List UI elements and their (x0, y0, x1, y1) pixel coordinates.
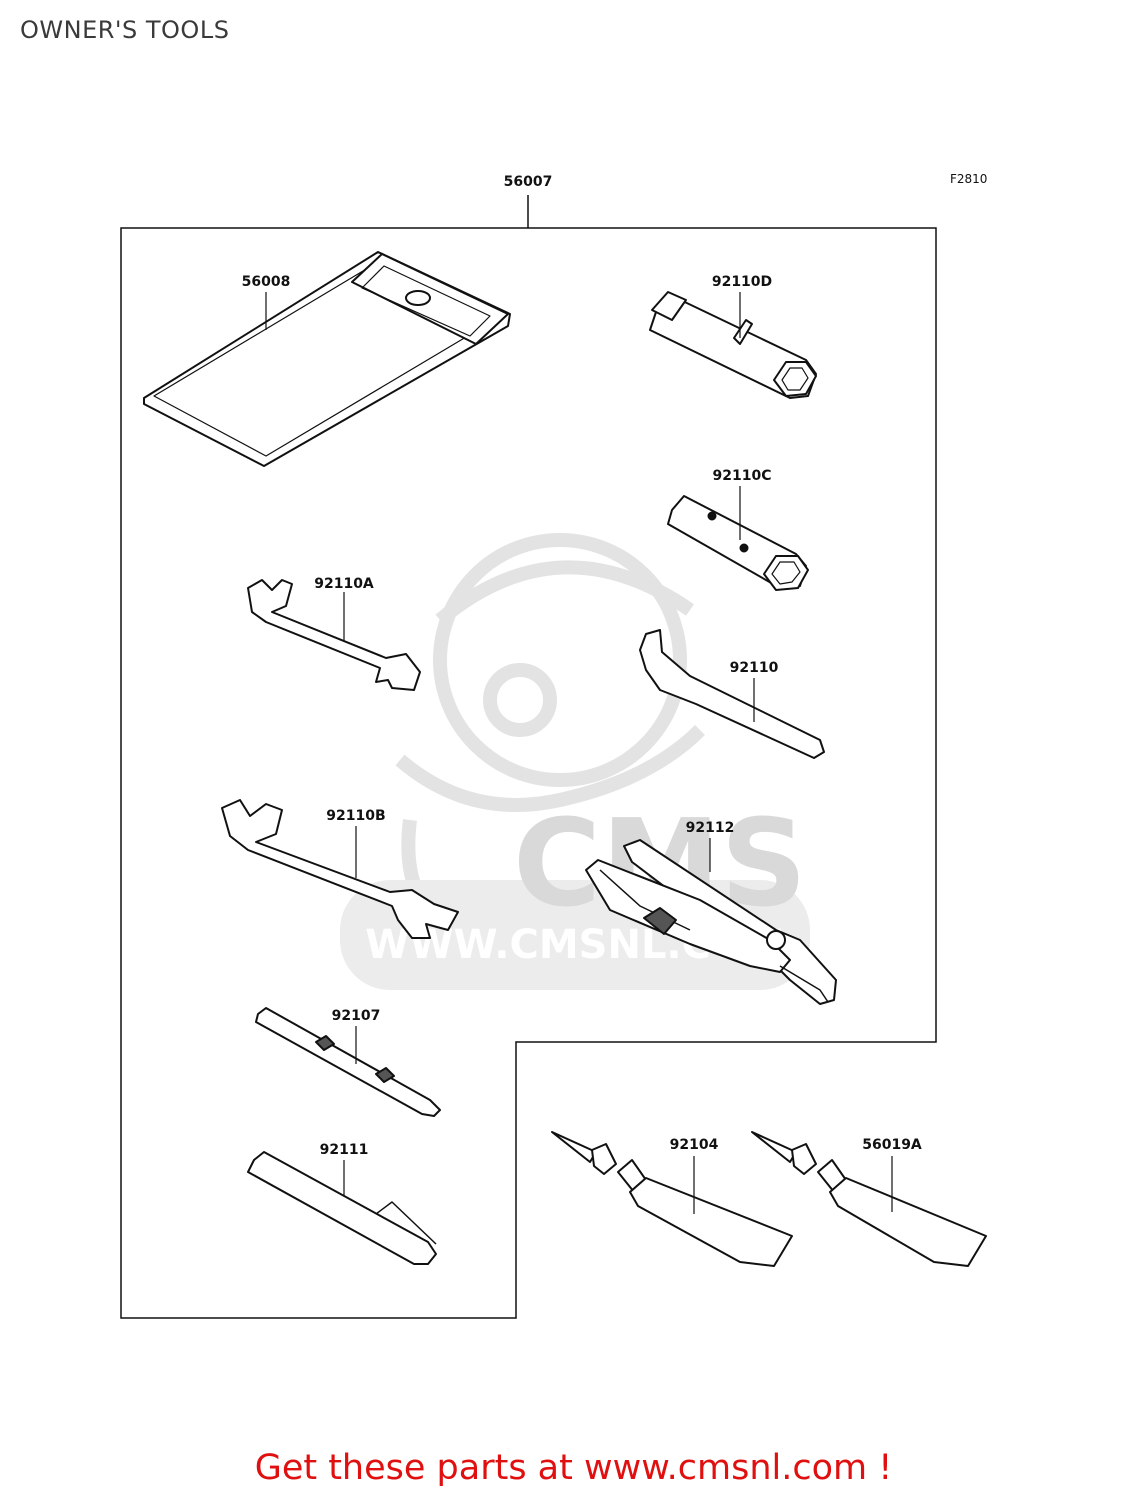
part-label-92112: 92112 (685, 820, 735, 836)
screwdriver-handle-drawing (247, 1151, 437, 1265)
spark-plug-wrench-large-drawing (649, 291, 817, 399)
footer-suffix: ! (867, 1448, 893, 1488)
open-end-wrench-small-drawing (247, 579, 421, 691)
part-label-92111: 92111 (319, 1142, 369, 1158)
part-label-92110C: 92110C (712, 468, 772, 484)
figure-code: F2810 (950, 172, 988, 186)
screwdriver-drawing (255, 1007, 441, 1117)
part-label-92110: 92110 (729, 660, 779, 676)
page-title: OWNER'S TOOLS (20, 16, 230, 44)
part-label-92107: 92107 (331, 1008, 381, 1024)
footer-prefix: Get these parts at (254, 1448, 584, 1488)
part-label-92110D: 92110D (711, 274, 773, 290)
part-label-56019A: 56019A (862, 1137, 922, 1153)
part-label-92110B: 92110B (326, 808, 386, 824)
footer-banner: Get these parts at www.cmsnl.com ! (0, 1448, 1147, 1488)
part-label-56008: 56008 (241, 274, 291, 290)
part-label-92104: 92104 (669, 1137, 719, 1153)
grease-tube-drawing (551, 1131, 793, 1267)
footer-link[interactable]: www.cmsnl.com (583, 1448, 868, 1488)
part-label-92110A: 92110A (314, 576, 374, 592)
part-label-56007: 56007 (503, 174, 553, 190)
spark-plug-wrench-small-drawing (667, 495, 809, 591)
open-end-wrench-large-drawing (221, 799, 459, 939)
tool-bag-drawing (143, 251, 511, 467)
hook-spanner-drawing (639, 629, 825, 759)
pliers-drawing (585, 839, 837, 1005)
kit-outline (120, 227, 937, 1319)
grease-tube-a-drawing (751, 1131, 987, 1267)
